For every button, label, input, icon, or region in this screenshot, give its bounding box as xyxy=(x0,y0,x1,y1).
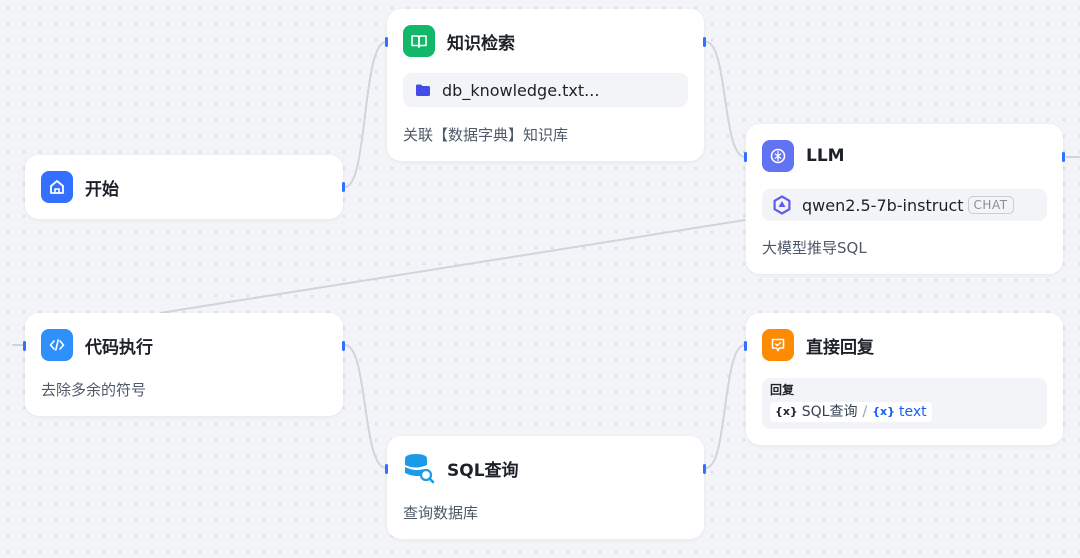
reply-input-handle[interactable] xyxy=(744,341,747,351)
reply-variable-source: SQL查询 xyxy=(801,404,858,420)
folder-icon xyxy=(415,83,431,97)
knowledge-output-handle[interactable] xyxy=(703,37,706,47)
reply-field-label: 回复 xyxy=(770,383,795,397)
node-llm-header: LLM xyxy=(762,140,845,172)
knowledge-file-item[interactable]: db_knowledge.txt... xyxy=(403,73,688,107)
node-reply[interactable]: 直接回复 回复 {x} SQL查询 / {x} text xyxy=(744,313,1063,445)
node-llm-description: 大模型推导SQL xyxy=(762,239,867,257)
code-output-handle[interactable] xyxy=(342,341,345,351)
node-code-header: 代码执行 xyxy=(41,329,153,361)
home-icon xyxy=(41,171,73,203)
node-start-header: 开始 xyxy=(41,171,119,203)
node-sql-description: 查询数据库 xyxy=(403,504,479,522)
node-sql[interactable]: SQL查询 查询数据库 xyxy=(385,436,706,539)
node-code-description: 去除多余的符号 xyxy=(41,381,147,399)
llm-model-mode-badge: CHAT xyxy=(967,196,1014,214)
database-search-icon xyxy=(403,452,435,484)
node-knowledge-title: 知识检索 xyxy=(447,33,515,54)
reply-variable-separator: / xyxy=(862,404,868,420)
node-knowledge[interactable]: 知识检索 db_knowledge.txt... 关联【数据字典】知识库 xyxy=(385,9,706,161)
edge-knowledge-llm xyxy=(705,41,746,158)
start-output-handle[interactable] xyxy=(342,182,345,192)
knowledge-file-name: db_knowledge.txt... xyxy=(442,80,600,100)
node-knowledge-description: 关联【数据字典】知识库 xyxy=(403,126,569,144)
qwen-logo-icon xyxy=(772,195,792,215)
book-icon xyxy=(403,25,435,57)
node-code-title: 代码执行 xyxy=(85,337,153,358)
code-icon xyxy=(41,329,73,361)
edge-sql-reply xyxy=(705,344,746,469)
node-knowledge-header: 知识检索 xyxy=(403,25,515,57)
variable-icon: {x} xyxy=(872,405,895,418)
reply-variable-name: text xyxy=(898,404,927,420)
node-start-title: 开始 xyxy=(85,179,119,200)
llm-input-handle[interactable] xyxy=(744,152,747,162)
variable-icon: {x} xyxy=(775,405,798,418)
llm-brain-icon xyxy=(762,140,794,172)
edge-start-knowledge xyxy=(344,41,387,188)
sql-input-handle[interactable] xyxy=(385,464,388,474)
node-llm[interactable]: LLM qwen2.5-7b-instruct CHAT 大模型推导SQL xyxy=(744,124,1065,274)
edge-llm-code xyxy=(159,219,746,314)
node-code[interactable]: 代码执行 去除多余的符号 xyxy=(23,313,345,416)
knowledge-input-handle[interactable] xyxy=(385,37,388,47)
sql-output-handle[interactable] xyxy=(703,464,706,474)
node-llm-title: LLM xyxy=(806,146,845,166)
llm-model-name: qwen2.5-7b-instruct xyxy=(802,195,964,215)
llm-output-handle[interactable] xyxy=(1062,152,1065,162)
node-reply-header: 直接回复 xyxy=(762,329,874,361)
node-start[interactable]: 开始 xyxy=(25,155,345,219)
code-input-handle[interactable] xyxy=(23,341,26,351)
reply-field[interactable]: 回复 {x} SQL查询 / {x} text xyxy=(762,378,1047,429)
reply-icon xyxy=(762,329,794,361)
node-sql-title: SQL查询 xyxy=(447,460,519,481)
llm-model-selector[interactable]: qwen2.5-7b-instruct CHAT xyxy=(762,189,1047,221)
reply-variable-chip[interactable]: {x} SQL查询 / {x} text xyxy=(770,402,932,422)
node-reply-title: 直接回复 xyxy=(806,337,874,358)
node-sql-header: SQL查询 xyxy=(403,452,519,484)
edge-code-sql xyxy=(344,344,387,469)
reply-variable-row: {x} SQL查询 / {x} text xyxy=(770,400,1039,422)
